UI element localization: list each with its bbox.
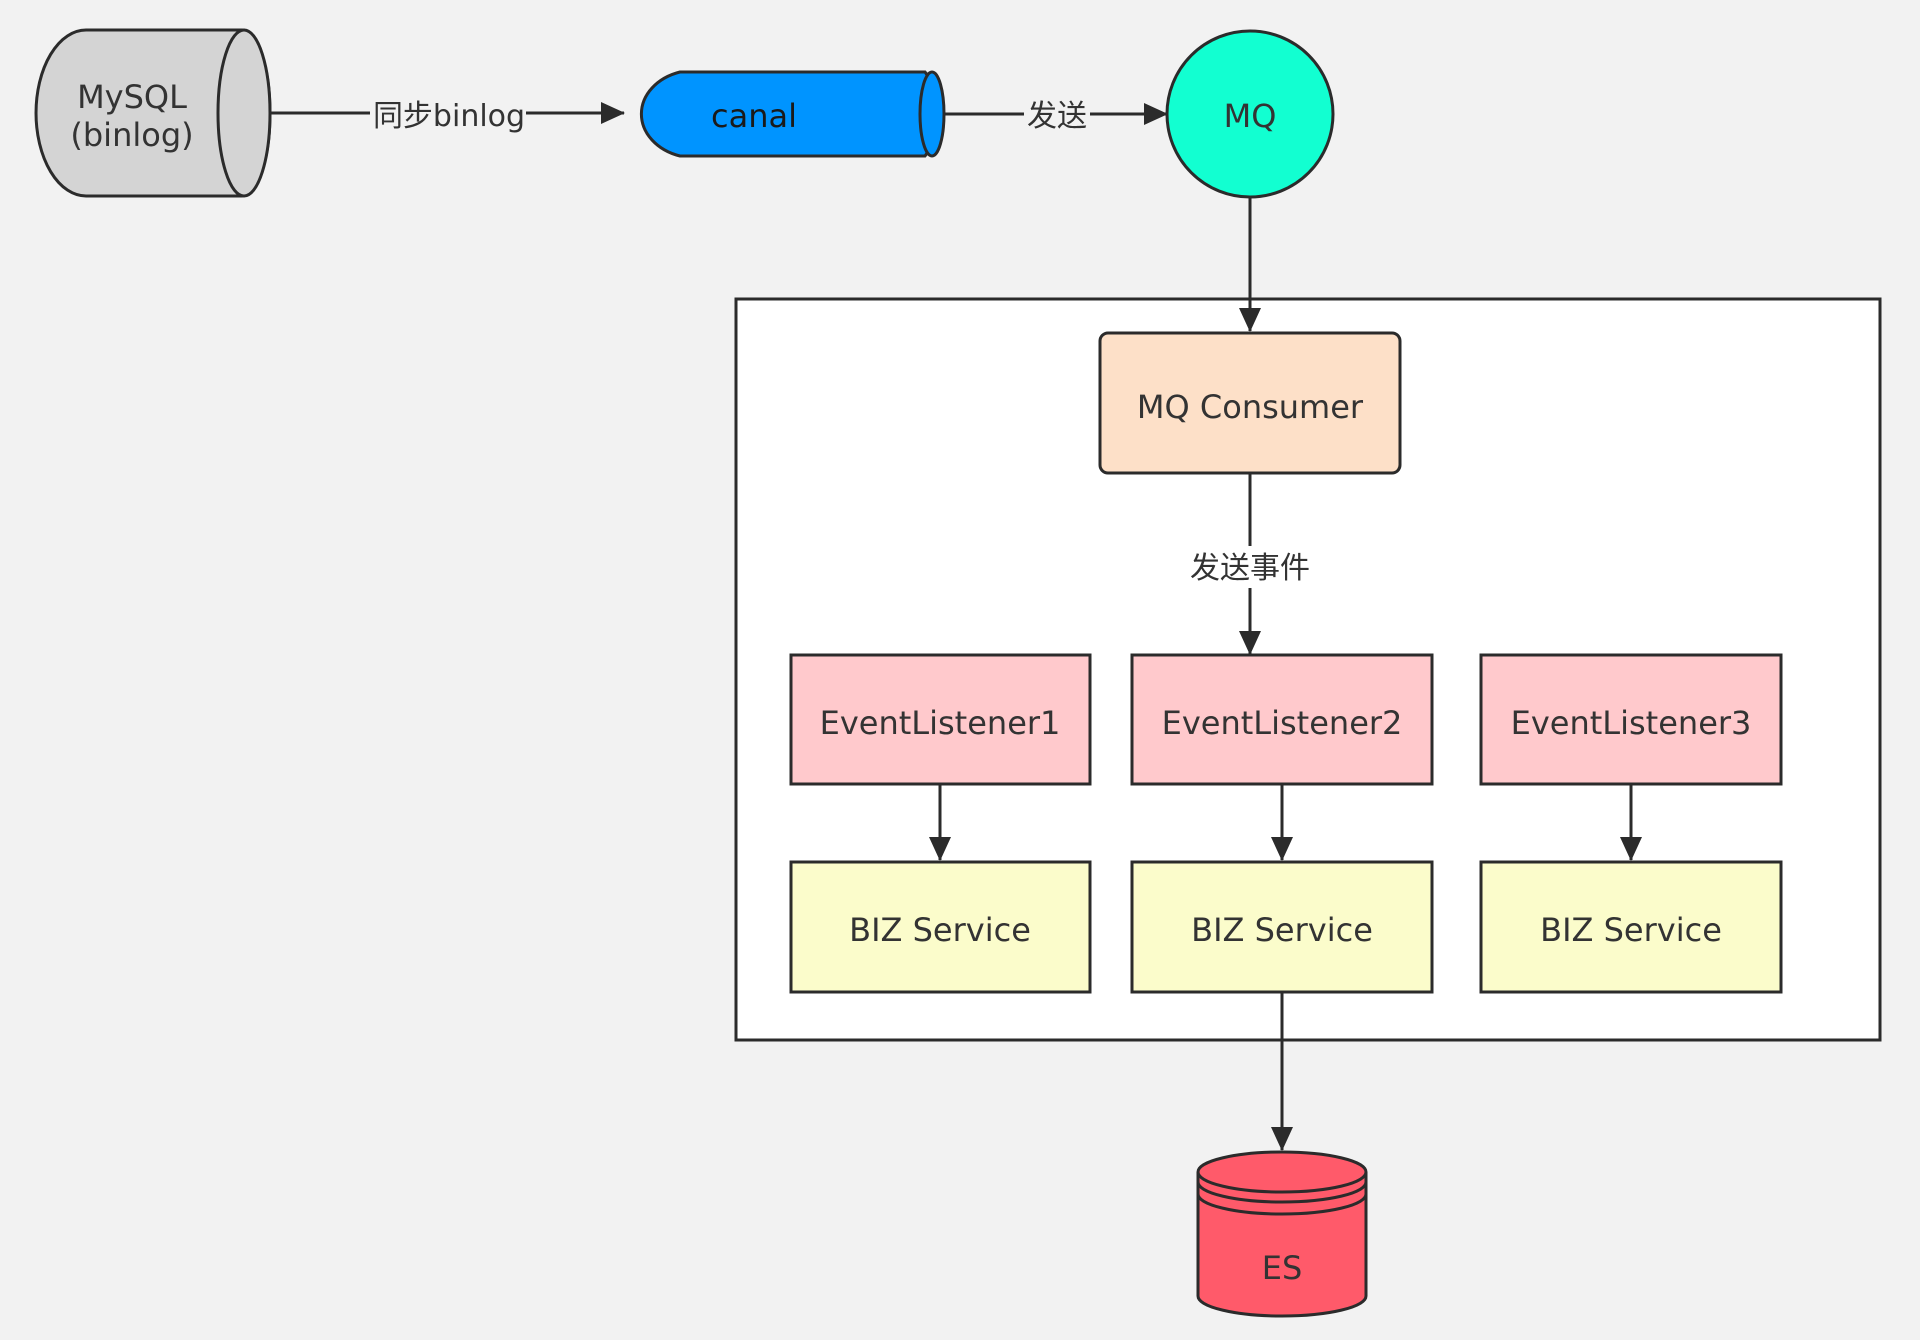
biz-service-2-box <box>1130 860 1434 994</box>
mq-label: MQ <box>1224 97 1277 135</box>
edge-label-send: 发送 <box>1027 99 1087 134</box>
biz-service-1-box <box>789 860 1092 994</box>
biz-service-3-node: BIZ Service <box>1479 860 1783 994</box>
event-listener-3-label: EventListener3 <box>1511 704 1752 742</box>
biz-service-1-node: BIZ Service <box>789 860 1092 994</box>
mysql-cylinder-cap <box>216 28 272 198</box>
es-cylinder-body <box>1196 1172 1368 1318</box>
es-node: ES <box>1196 1150 1368 1318</box>
event-listener-1-label: EventListener1 <box>820 704 1061 742</box>
biz-service-2-label: BIZ Service <box>1191 911 1373 949</box>
es-cylinder-ring-2 <box>1196 1193 1368 1216</box>
event-listener-1-box <box>789 653 1092 786</box>
biz-service-3-label: BIZ Service <box>1540 911 1722 949</box>
canal-label: canal <box>711 97 797 135</box>
event-listener-3-node: EventListener3 <box>1479 653 1783 786</box>
mysql-node: MySQL (binlog) <box>34 28 272 198</box>
edge-label-bg-sync <box>370 92 526 134</box>
es-cylinder-top <box>1196 1150 1368 1194</box>
canal-node: canal <box>639 70 946 158</box>
edge-label-bg-send <box>1024 94 1090 134</box>
biz-service-1-label: BIZ Service <box>849 911 1031 949</box>
biz-service-3-box <box>1479 860 1783 994</box>
es-cylinder-ring-1 <box>1196 1181 1368 1204</box>
event-listener-2-node: EventListener2 <box>1130 653 1434 786</box>
event-listener-2-label: EventListener2 <box>1162 704 1403 742</box>
mq-consumer-box <box>1098 331 1402 475</box>
biz-service-2-node: BIZ Service <box>1130 860 1434 994</box>
mq-consumer-label: MQ Consumer <box>1137 388 1364 426</box>
mysql-label-line2: (binlog) <box>70 116 193 154</box>
canal-cylinder-cap <box>918 70 946 158</box>
event-listener-3-box <box>1479 653 1783 786</box>
edge-label-sync-binlog: 同步binlog <box>373 99 525 134</box>
mq-node: MQ <box>1165 29 1335 199</box>
edge-label-bg-send-event <box>1186 546 1314 588</box>
mysql-label-line1: MySQL <box>77 78 187 116</box>
event-listener-2-box <box>1130 653 1434 786</box>
es-label: ES <box>1262 1249 1303 1287</box>
event-listener-1-node: EventListener1 <box>789 653 1092 786</box>
edge-label-send-event: 发送事件 <box>1190 551 1310 586</box>
mq-consumer-node: MQ Consumer <box>1098 331 1402 475</box>
